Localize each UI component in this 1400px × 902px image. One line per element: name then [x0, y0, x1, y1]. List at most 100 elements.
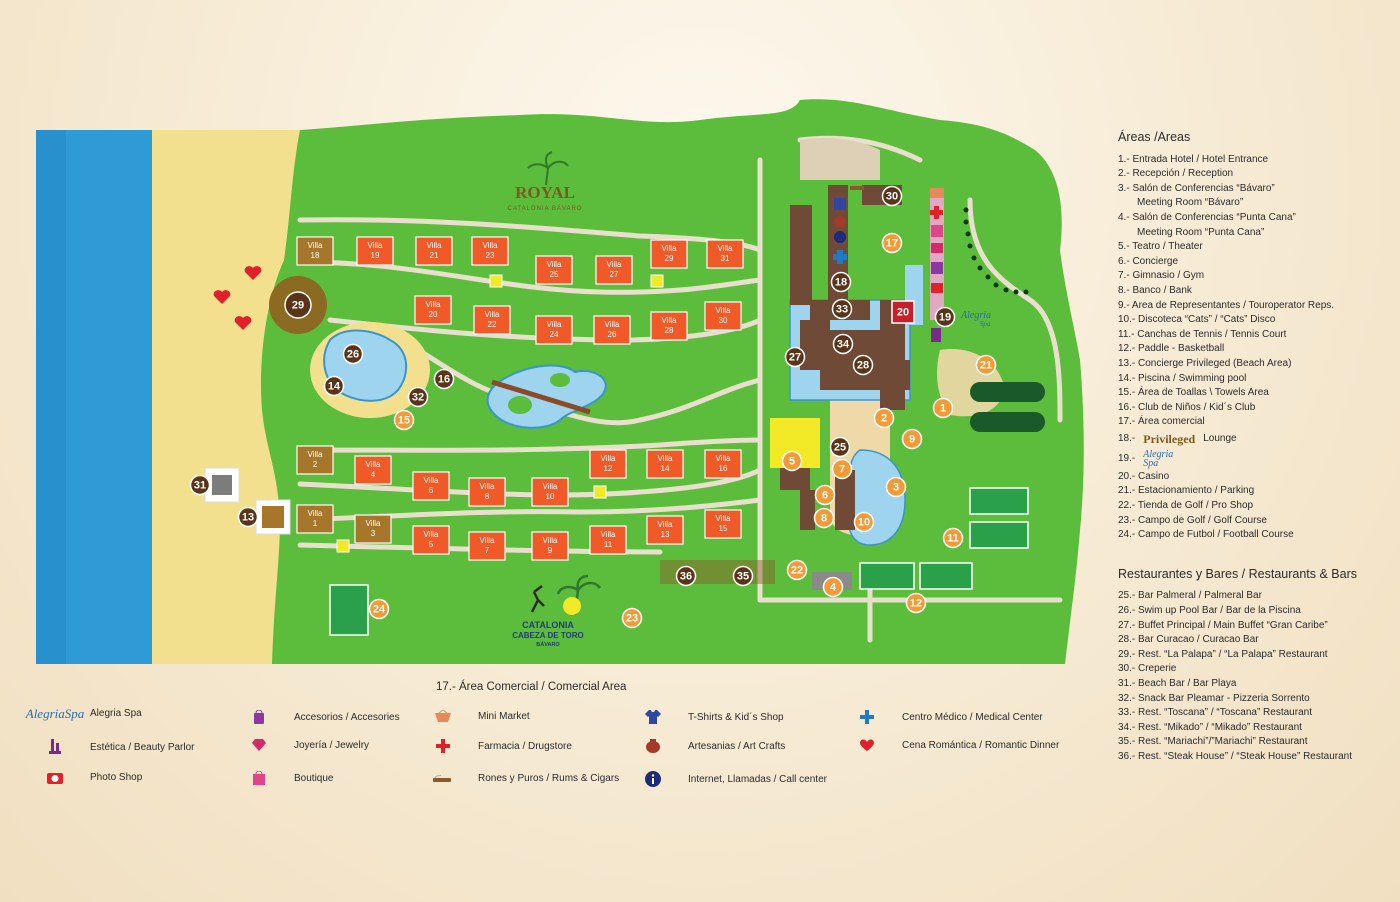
- marker-number: 18: [835, 277, 847, 289]
- small-kiosk: [489, 274, 503, 288]
- villa-block: [412, 525, 450, 555]
- villa-block: [706, 239, 744, 269]
- area-item: 22.- Tienda de Golf / Pro Shop: [1118, 500, 1254, 512]
- marker-number: 33: [836, 304, 848, 316]
- pharmacy-cross-icon: [428, 739, 458, 753]
- jewelry-diamond-icon: [931, 243, 943, 253]
- restaurant-item: 31.- Beach Bar / Bar Playa: [1118, 678, 1237, 689]
- marker-number: 11: [947, 533, 959, 545]
- villa-word: Villa: [308, 241, 324, 250]
- tree-row: [963, 207, 1029, 295]
- beach-bar-roof: [212, 475, 232, 495]
- villa-block: [595, 255, 633, 285]
- marker-number: 12: [910, 598, 922, 610]
- villa-block: [354, 455, 392, 485]
- small-kiosk: [650, 274, 664, 288]
- catalonia-logo-line3: BÁVARO: [536, 641, 560, 648]
- marker-shape: [891, 300, 915, 324]
- lake-island: [508, 396, 532, 414]
- small-kiosk: [336, 539, 350, 553]
- marker-number: 35: [737, 571, 749, 583]
- villa-number: 18: [311, 251, 320, 260]
- alegria-logo-line2: Spa: [980, 320, 991, 328]
- marker-shape: [830, 271, 852, 293]
- villa-word: Villa: [547, 320, 563, 329]
- marker-number: 23: [626, 613, 638, 625]
- villa-word: Villa: [480, 536, 496, 545]
- jewelry-diamond-icon: [244, 739, 274, 751]
- villa-block: [535, 255, 573, 285]
- villa-block: [354, 514, 392, 544]
- marker-shape: [675, 565, 697, 587]
- marker-shape: [831, 298, 853, 320]
- catalonia-logo-line2: CABEZA DE TORO: [512, 631, 584, 640]
- privileged-logo: Privileged: [1143, 431, 1196, 446]
- marker-number: 2: [881, 413, 887, 425]
- areas-legend: Áreas /Areas 1.- Entrada Hotel / Hotel E…: [1118, 130, 1393, 765]
- villa-word: Villa: [424, 530, 440, 539]
- pharmacy-cross-icon: [930, 206, 943, 219]
- villa-block: [471, 236, 509, 266]
- area-item: 3.- Salón de Conferencias “Bávaro”: [1118, 182, 1275, 194]
- restaurant-item: 33.- Rest. “Toscana” / “Toscana” Restaur…: [1118, 707, 1312, 719]
- villa-number: 12: [604, 464, 613, 473]
- camera-icon: [931, 283, 943, 293]
- marker-14: 14: [323, 375, 345, 397]
- sea-shade: [36, 130, 66, 664]
- legend-label: Farmacia / Drugstore: [478, 740, 572, 752]
- area-item: 13.- Concierge Privileged (Beach Area): [1118, 357, 1292, 369]
- area-item: 1.- Entrada Hotel / Hotel Entrance: [1118, 153, 1269, 165]
- legend-accesorios: Accesorios / Accesories: [244, 710, 400, 724]
- marker-34: 34: [832, 333, 854, 355]
- villa-word: Villa: [601, 530, 617, 539]
- marker-22: 22: [786, 559, 808, 581]
- area-item: 24.- Campo de Futbol / Football Course: [1118, 529, 1294, 541]
- area-item-19: 19.- Alegria Spa: [1118, 448, 1393, 470]
- villas-layer: Villa18Villa19Villa21Villa23Villa25Villa…: [296, 236, 744, 561]
- villa-word: Villa: [658, 454, 674, 463]
- legend-call-center: Internet, Llamadas / Call center: [638, 771, 827, 787]
- marker-12: 12: [905, 592, 927, 614]
- villa-number: 21: [430, 251, 439, 260]
- area-item: 8.- Banco / Bank: [1118, 284, 1192, 296]
- legend-label: Photo Shop: [90, 772, 143, 783]
- area-item: 23.- Campo de Golf / Golf Course: [1118, 514, 1267, 526]
- villa-block: [531, 477, 569, 507]
- legend-label: Mini Market: [478, 710, 530, 722]
- ball-icon: [563, 597, 581, 615]
- villa-word: Villa: [716, 514, 732, 523]
- main-buildings: [780, 185, 910, 530]
- villa-word: Villa: [547, 260, 563, 269]
- marker-number: 17: [886, 238, 898, 250]
- accessories-bag-icon: [244, 710, 274, 724]
- restaurant-item: 26.- Swim up Pool Bar / Bar de la Piscin…: [1118, 605, 1301, 617]
- villa-word: Villa: [308, 509, 324, 518]
- marker-number: 3: [893, 482, 899, 494]
- villa-number: 1: [313, 519, 318, 528]
- marker-shape: [873, 407, 895, 429]
- marker-shape: [905, 592, 927, 614]
- legend-label: Cena Romántica / Romantic Dinner: [902, 739, 1060, 751]
- villa-number: 10: [546, 492, 555, 501]
- villa-word: Villa: [427, 241, 443, 250]
- villa-block: [650, 311, 688, 341]
- marker-shape: [901, 428, 923, 450]
- marker-11: 11: [942, 527, 964, 549]
- beauty-parlor-icon: [931, 328, 941, 342]
- legend-label: Internet, Llamadas / Call center: [688, 773, 827, 785]
- marker-number: 32: [412, 392, 424, 404]
- legend-rums-cigars: Rones y Puros / Rums & Cigars: [428, 773, 619, 784]
- marker-shape: [781, 450, 803, 472]
- marker-24: 24: [368, 598, 390, 620]
- royal-logo-sub: CATALONIA BÁVARO: [507, 205, 582, 212]
- area-item: 5.- Teatro / Theater: [1118, 241, 1203, 253]
